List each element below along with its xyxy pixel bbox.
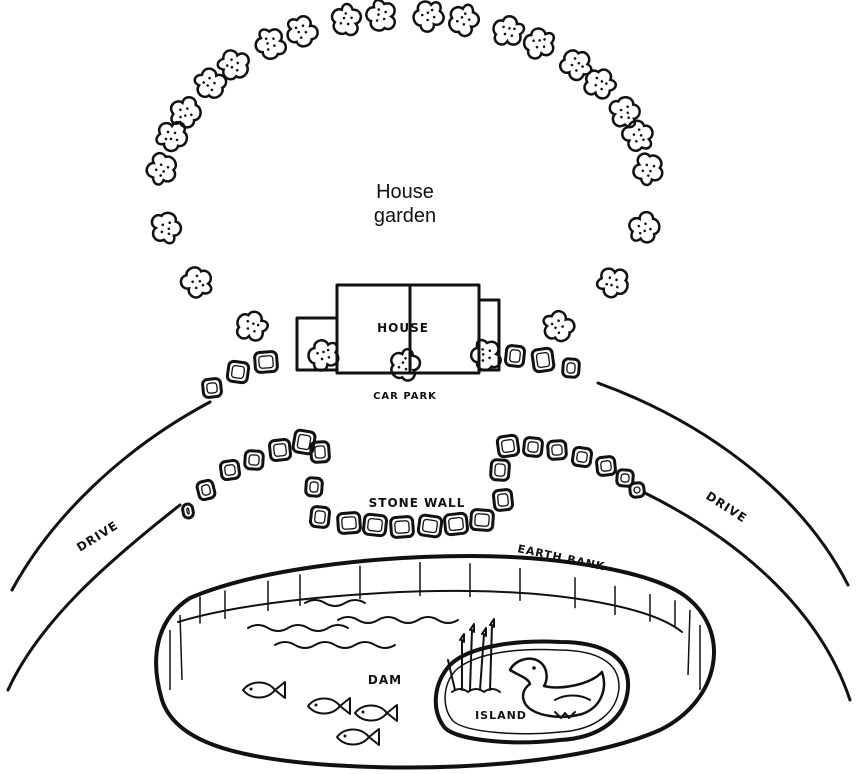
shrub-icon <box>608 95 642 130</box>
car-park-label: CAR PARK <box>373 391 437 402</box>
stone-icon <box>523 437 543 457</box>
stone-icon <box>182 503 194 519</box>
stone-icon <box>596 456 616 476</box>
dam: DAM ISLAND <box>156 556 714 767</box>
stone-icon <box>254 351 277 372</box>
shrub-icon <box>214 47 252 85</box>
bank-tick <box>180 615 182 680</box>
stone-icon <box>532 348 555 373</box>
house-garden-label-line1: House <box>376 181 434 203</box>
shrub-icon <box>522 26 558 61</box>
stone-icon <box>269 439 291 461</box>
dam-outer-rim <box>156 556 714 767</box>
shrub-icon <box>152 213 181 244</box>
stone-icon <box>418 515 443 538</box>
stone-icon <box>337 512 360 533</box>
fish-icon <box>355 705 397 721</box>
house-garden-label-line2: garden <box>374 205 436 227</box>
shrub-icon <box>624 209 664 249</box>
stone-icon <box>227 361 250 384</box>
house-label: HOUSE <box>377 321 429 335</box>
shrub-icon <box>580 64 620 103</box>
reeds-icon <box>448 619 500 692</box>
fish-icon <box>308 698 350 714</box>
stone-icon <box>444 513 468 535</box>
stone-icon <box>547 440 566 459</box>
drive-right-outer-edge <box>645 493 850 700</box>
fish-icon <box>243 682 285 698</box>
shrub-icon <box>252 25 288 62</box>
stone-icon <box>202 378 222 398</box>
drive-right-label: DRIVE <box>703 489 749 526</box>
shrub-icon <box>177 261 218 303</box>
shrub-icon <box>492 15 525 46</box>
shrub-icon <box>365 0 396 32</box>
shrub-icon <box>234 308 271 344</box>
stone-wall-label: STONE WALL <box>369 496 466 510</box>
stone-icon <box>470 509 493 530</box>
shrub-icon <box>384 344 424 385</box>
stone-icon <box>220 460 240 480</box>
house-right-wing <box>479 300 499 370</box>
stone-icon <box>305 477 322 496</box>
drive-left-label: DRIVE <box>74 518 121 554</box>
shrub-icon <box>629 149 668 189</box>
shrub-icon <box>595 266 630 300</box>
stone-icon <box>505 345 525 367</box>
shrub-icon <box>327 0 365 39</box>
stone-icon <box>497 435 520 458</box>
stone-icon <box>490 459 509 480</box>
shrub-icon <box>619 116 659 156</box>
fish-icon <box>337 729 379 745</box>
shrub-icon <box>470 338 502 371</box>
dam-label: DAM <box>368 673 402 687</box>
stone-icon <box>562 358 579 377</box>
island-label: ISLAND <box>475 709 527 722</box>
water-ripples <box>248 600 458 648</box>
shrub-icon <box>408 0 449 35</box>
stone-icon <box>363 514 387 536</box>
shrub-icon <box>537 306 579 348</box>
stone-icon <box>390 516 413 537</box>
shrub-icon <box>556 44 598 86</box>
stone-icon <box>196 479 216 500</box>
house: HOUSE <box>297 285 499 373</box>
stone-icon <box>310 506 330 528</box>
stone-icon <box>244 450 263 469</box>
shrub-icon <box>142 149 183 191</box>
stone-icon <box>572 447 592 467</box>
island: ISLAND <box>436 619 628 742</box>
bank-tick <box>688 610 690 675</box>
stone-icon <box>493 489 513 511</box>
stone-icon <box>629 482 644 497</box>
shrub-icon <box>442 0 484 40</box>
